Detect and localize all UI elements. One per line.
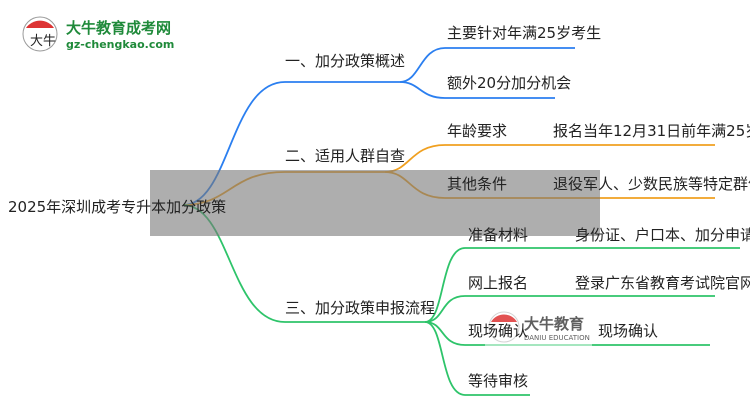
branch-3: 三、加分政策申报流程: [285, 299, 436, 317]
logo-name: 大牛教育成考网: [66, 19, 172, 37]
branch-2: 二、适用人群自查: [285, 147, 406, 165]
root-node: 2025年深圳成考专升本加分政策: [8, 198, 227, 216]
node-3-4: 等待审核: [468, 372, 529, 390]
node-1-1: 主要针对年满25岁考生: [447, 24, 602, 42]
svg-text:大牛: 大牛: [30, 34, 56, 49]
node-1-2: 额外20分加分机会: [447, 74, 572, 92]
node-2-1: 年龄要求: [447, 122, 508, 140]
watermark-logo-icon: [488, 311, 520, 343]
node-2-2: 其他条件: [447, 175, 508, 193]
node-3-2: 网上报名: [468, 274, 529, 292]
watermark: 大牛教育 DANIU EDUCATION: [485, 308, 592, 346]
overlay-band: [150, 170, 600, 236]
branch-1: 一、加分政策概述: [285, 52, 406, 70]
node-3-1-detail: 身份证、户口本、加分申请材料: [575, 226, 750, 244]
logo-icon: 大牛: [22, 16, 58, 52]
node-3-2-detail: 登录广东省教育考试院官网: [575, 274, 750, 292]
node-2-2-detail: 退役军人、少数民族等特定群体: [553, 175, 750, 193]
node-3-3: 现场确认: [468, 322, 529, 340]
node-3-1: 准备材料: [468, 226, 529, 244]
watermark-name: 大牛教育: [524, 314, 585, 333]
site-logo: 大牛 大牛教育成考网 gz-chengkao.com: [18, 14, 174, 54]
node-2-1-detail: 报名当年12月31日前年满25岁: [553, 122, 750, 140]
watermark-sub: DANIU EDUCATION: [524, 333, 590, 342]
node-3-3-detail: 现场确认: [598, 322, 659, 340]
logo-url: gz-chengkao.com: [66, 38, 175, 51]
